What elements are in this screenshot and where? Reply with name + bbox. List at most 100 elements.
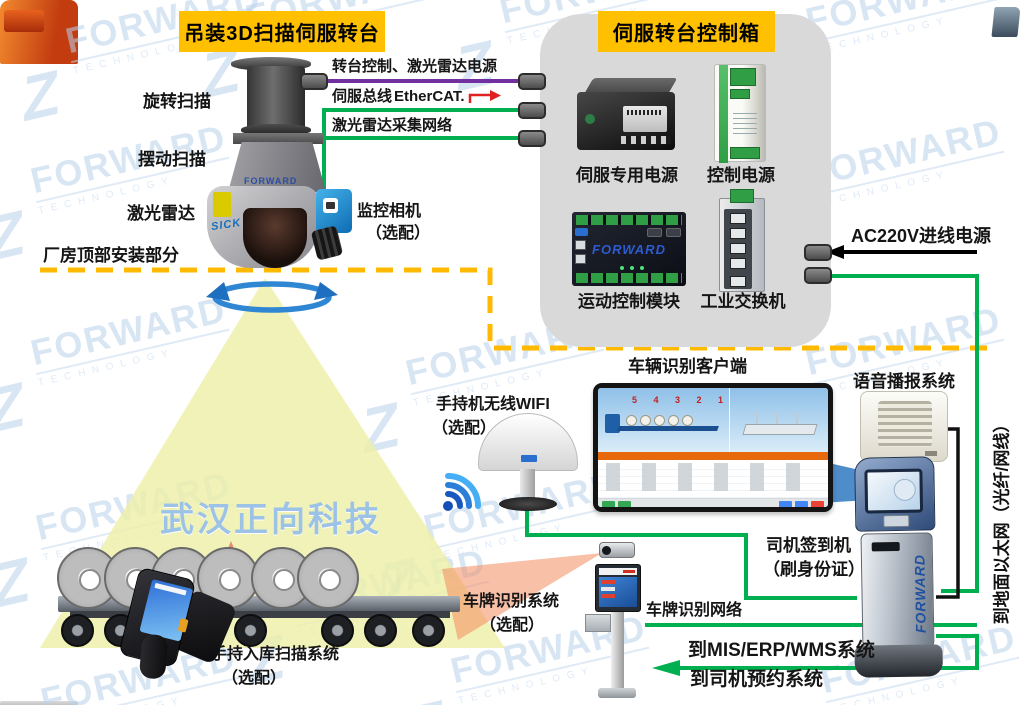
control-box-connector-lidar <box>518 130 546 147</box>
vehicle-client-monitor: 5 4 3 2 1 <box>593 383 833 512</box>
kiosk-rfid-pad <box>883 514 910 528</box>
handheld-optional-label: （选配） <box>222 670 287 687</box>
screen-truck-cab <box>605 414 620 433</box>
ethercat-logo-text: EtherCAT. <box>394 88 465 105</box>
rotation-arrow-ellipse <box>212 281 332 313</box>
control-psu-image <box>714 64 766 163</box>
lidar-label: 激光雷达 <box>127 204 195 223</box>
mis-output-label: 到MIS/ERP/WMS系统 <box>688 640 875 661</box>
swing-scan-label: 摆动扫描 <box>138 150 206 169</box>
turntable-brand-text: FORWARD <box>244 176 298 186</box>
watermark-z-icon: Z <box>0 543 31 624</box>
kiosk-label: 司机签到机 <box>766 536 851 555</box>
plate-control-box <box>585 614 611 632</box>
screen-toolbar <box>598 499 828 507</box>
turntable-power-label: 转台控制、激光雷达电源 <box>332 58 498 75</box>
screen-data-table <box>598 463 828 499</box>
turntable-plate <box>233 133 323 144</box>
screen-divider <box>729 388 731 452</box>
kiosk-sublabel: （刷身份证） <box>763 560 865 579</box>
servo-psu-image <box>577 74 678 156</box>
plate-optional-label: （选配） <box>480 617 545 634</box>
vehicle-client-label: 车辆识别客户端 <box>628 357 747 376</box>
screen-truck-bed <box>617 426 719 431</box>
backbone-ethernet-label: 到地面以太网（光纤/网线） <box>992 415 1012 625</box>
wifi-label: 手持机无线WIFI <box>436 396 550 413</box>
plate-system-label: 车牌识别系统 <box>463 593 560 610</box>
turntable-column <box>247 66 305 130</box>
turntable-title: 吊装3D扫描伺服转台 <box>179 11 385 52</box>
antenna-logo-mark <box>521 455 537 462</box>
control-box-connector-ac <box>804 244 832 261</box>
booking-output-label: 到司机预约系统 <box>690 669 824 690</box>
ceiling-boundary-dashed-line <box>40 267 995 351</box>
motion-controller-brand: FORWARD <box>592 242 666 257</box>
control-box-connector-ethernet <box>804 267 832 284</box>
watermark-z-icon: Z <box>0 196 26 277</box>
control-psu-label: 控制电源 <box>707 166 775 185</box>
speaker-grille <box>878 401 932 447</box>
truck-wheel <box>234 614 267 647</box>
screen-coil-numbers: 5 4 3 2 1 <box>632 395 731 405</box>
screen-table-header <box>598 452 828 460</box>
plate-recognition-pole <box>585 540 647 700</box>
truck-wheel <box>61 614 94 647</box>
swing-bracket <box>228 142 326 192</box>
camera-icon <box>323 198 338 213</box>
control-box-connector-power <box>518 73 546 90</box>
handheld-system-label: 手持入库扫描系统 <box>211 646 340 663</box>
motion-controller-label: 运动控制模块 <box>578 292 680 311</box>
industrial-switch-image <box>719 189 765 292</box>
control-box-title: 伺服转台控制箱 <box>598 11 775 52</box>
plate-pole-base <box>598 688 636 698</box>
monitor-camera-label: 监控相机 <box>357 203 422 220</box>
kiosk-body: FORWARD <box>860 532 935 652</box>
kiosk-brand-text: FORWARD <box>911 553 929 634</box>
kiosk-printer-slot <box>871 541 900 552</box>
servo-psu-label: 伺服专用电源 <box>576 166 678 185</box>
lidar-network-label: 激光雷达采集网络 <box>332 117 453 134</box>
rotation-arrowhead-left <box>206 282 230 301</box>
turntable-connector <box>300 73 328 90</box>
client-screen: 5 4 3 2 1 <box>598 388 828 507</box>
truck-wheel <box>412 614 445 647</box>
wifi-waves-icon <box>443 473 481 511</box>
lidar-yellow-patch <box>213 192 231 217</box>
screen-trailer-graphic <box>742 424 818 435</box>
watermark-z-icon: Z <box>407 686 445 705</box>
voice-system-label: 语音播报系统 <box>853 372 955 391</box>
monitor-camera-optional-label: （选配） <box>366 225 431 242</box>
wifi-optional-label: （选配） <box>432 420 497 437</box>
servo-bus-text: 伺服总线 <box>332 88 393 105</box>
wifi-antenna-stem <box>520 469 535 501</box>
watermark-z-icon: Z <box>21 56 61 137</box>
kiosk-screen <box>864 468 924 514</box>
plate-pole-mast <box>611 612 624 688</box>
rotation-arrowhead-right <box>314 282 338 300</box>
mis-output-arrowhead <box>652 660 680 676</box>
ceiling-section-label: 厂房顶部安装部分 <box>43 246 179 265</box>
lidar-scanner-head <box>243 208 307 268</box>
plate-network-label: 车牌识别网络 <box>646 602 743 619</box>
ac220v-label: AC220V进线电源 <box>851 226 992 246</box>
wifi-antenna-base <box>499 497 557 511</box>
watermark-z-icon: Z <box>0 368 26 449</box>
rotate-scan-label: 旋转扫描 <box>143 92 211 111</box>
industrial-switch-label: 工业交换机 <box>700 292 786 311</box>
truck-wheel <box>364 614 397 647</box>
steel-coil <box>297 547 359 609</box>
control-box-connector-servo <box>518 102 546 119</box>
motion-controller-image: FORWARD <box>572 212 686 286</box>
watermark-z-icon: Z <box>361 388 401 469</box>
plate-camera <box>599 542 635 558</box>
handheld-grip <box>138 633 169 680</box>
ethercat-arrow-icon <box>468 89 501 103</box>
truck-windshield <box>991 7 1021 37</box>
watermark-z-icon: Z <box>777 696 815 705</box>
client-3d-view: 5 4 3 2 1 <box>598 388 828 452</box>
truck-wheel <box>321 614 354 647</box>
plate-screen-box <box>595 564 641 612</box>
center-watermark-text: 武汉正向科技 <box>160 501 382 539</box>
